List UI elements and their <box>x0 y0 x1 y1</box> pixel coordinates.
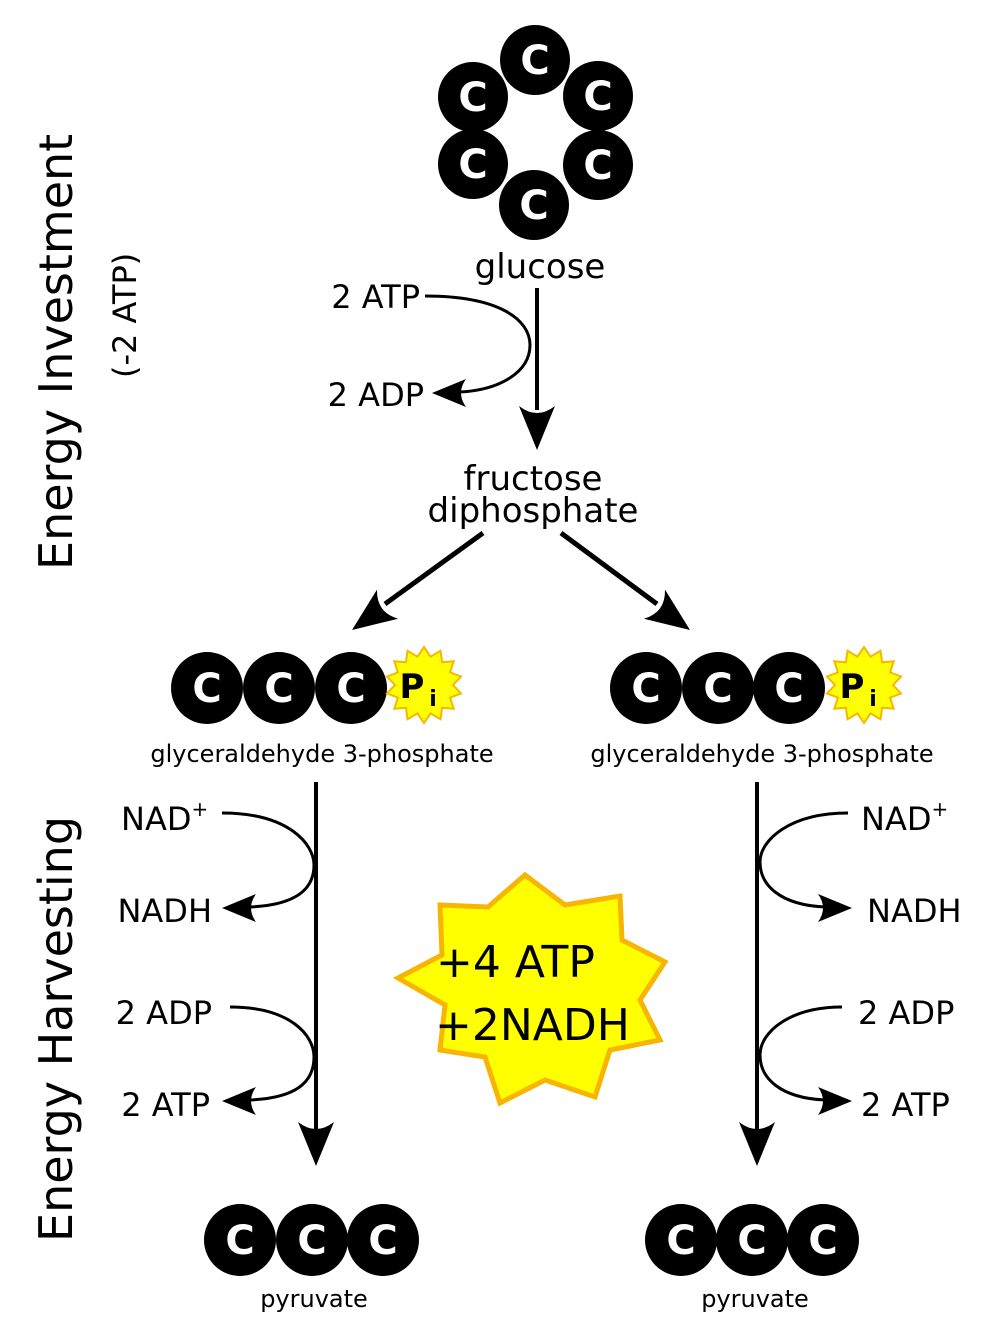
carbon-atom: C <box>610 652 682 724</box>
svg-text:C: C <box>737 1218 766 1264</box>
svg-text:C: C <box>808 1218 837 1264</box>
svg-text:C: C <box>192 666 221 712</box>
pyruvate-right-label: pyruvate <box>701 1285 809 1313</box>
svg-text:C: C <box>225 1218 254 1264</box>
right-atp-input-label: 2 ADP <box>858 994 954 1032</box>
phase-investment-sublabel: (-2 ATP) <box>106 253 144 378</box>
svg-text:C: C <box>774 666 803 712</box>
carbon-atom: C <box>499 170 569 240</box>
carbon-atom: C <box>563 61 633 131</box>
svg-text:C: C <box>519 183 548 229</box>
svg-text:C: C <box>336 666 365 712</box>
carbon-atom: C <box>500 25 570 95</box>
phosphate-group: P i <box>825 645 903 725</box>
carbon-atom: C <box>347 1204 419 1276</box>
g3p-left-molecule: C C C P i <box>171 645 463 725</box>
investment-output-label: 2 ADP <box>328 376 424 414</box>
svg-text:C: C <box>520 38 549 84</box>
svg-text:C: C <box>703 666 732 712</box>
carbon-atom: C <box>276 1204 348 1276</box>
g3p-right-molecule: C C C P i <box>610 645 903 725</box>
investment-input-label: 2 ATP <box>331 278 420 316</box>
carbon-atom: C <box>438 62 508 132</box>
split-arrow-right <box>559 530 701 645</box>
svg-text:i: i <box>429 687 437 712</box>
right-nad-output-label: NADH <box>867 892 962 930</box>
investment-arrow <box>424 288 555 450</box>
harvest-arrow-left <box>221 782 334 1166</box>
svg-text:C: C <box>458 75 487 121</box>
phase-harvesting-label: Energy Harvesting <box>29 816 83 1242</box>
pyruvate-right-molecule: C C C <box>645 1204 859 1276</box>
carbon-atom: C <box>716 1204 788 1276</box>
carbon-atom: C <box>438 129 508 199</box>
svg-text:C: C <box>631 666 660 712</box>
pyruvate-left-molecule: C C C <box>204 1204 419 1276</box>
svg-text:C: C <box>297 1218 326 1264</box>
yield-nadh-text: +2NADH <box>435 1000 630 1051</box>
left-atp-output-label: 2 ATP <box>121 1086 210 1124</box>
yield-atp-text: +4 ATP <box>436 937 595 988</box>
g3p-left-label: glyceraldehyde 3-phosphate <box>150 740 493 768</box>
right-atp-output-label: 2 ATP <box>861 1086 950 1124</box>
carbon-atom: C <box>645 1204 717 1276</box>
svg-text:C: C <box>368 1218 397 1264</box>
carbon-atom: C <box>682 652 754 724</box>
svg-text:C: C <box>583 74 612 120</box>
glucose-label: glucose <box>475 247 606 287</box>
phosphate-group: P i <box>385 645 463 725</box>
svg-text:C: C <box>666 1218 695 1264</box>
svg-text:C: C <box>583 143 612 189</box>
left-nad-input-label: NAD+ <box>121 797 208 838</box>
harvest-arrow-right <box>739 782 852 1166</box>
g3p-right-label: glyceraldehyde 3-phosphate <box>590 740 933 768</box>
svg-text:P: P <box>840 667 865 707</box>
pyruvate-left-label: pyruvate <box>260 1285 368 1313</box>
svg-text:i: i <box>869 687 877 712</box>
carbon-atom: C <box>787 1204 859 1276</box>
fructose-label-line1: fructose <box>464 459 603 499</box>
left-atp-input-label: 2 ADP <box>116 994 212 1032</box>
yield-burst: +4 ATP +2NADH <box>392 871 669 1107</box>
fructose-label-line2: diphosphate <box>428 491 639 531</box>
carbon-atom: C <box>171 652 243 724</box>
split-arrow-left <box>341 530 485 645</box>
svg-text:C: C <box>264 666 293 712</box>
right-nad-input-label: NAD+ <box>861 797 948 838</box>
svg-text:P: P <box>400 667 425 707</box>
glucose-molecule: C C C C C C <box>438 25 633 240</box>
svg-text:C: C <box>458 142 487 188</box>
carbon-atom: C <box>563 130 633 200</box>
carbon-atom: C <box>315 652 387 724</box>
left-nad-output-label: NADH <box>117 892 212 930</box>
carbon-atom: C <box>243 652 315 724</box>
carbon-atom: C <box>753 652 825 724</box>
phase-investment-label: Energy Investment <box>29 134 83 570</box>
carbon-atom: C <box>204 1204 276 1276</box>
phase-investment-label-group: Energy Investment (-2 ATP) <box>29 134 144 570</box>
